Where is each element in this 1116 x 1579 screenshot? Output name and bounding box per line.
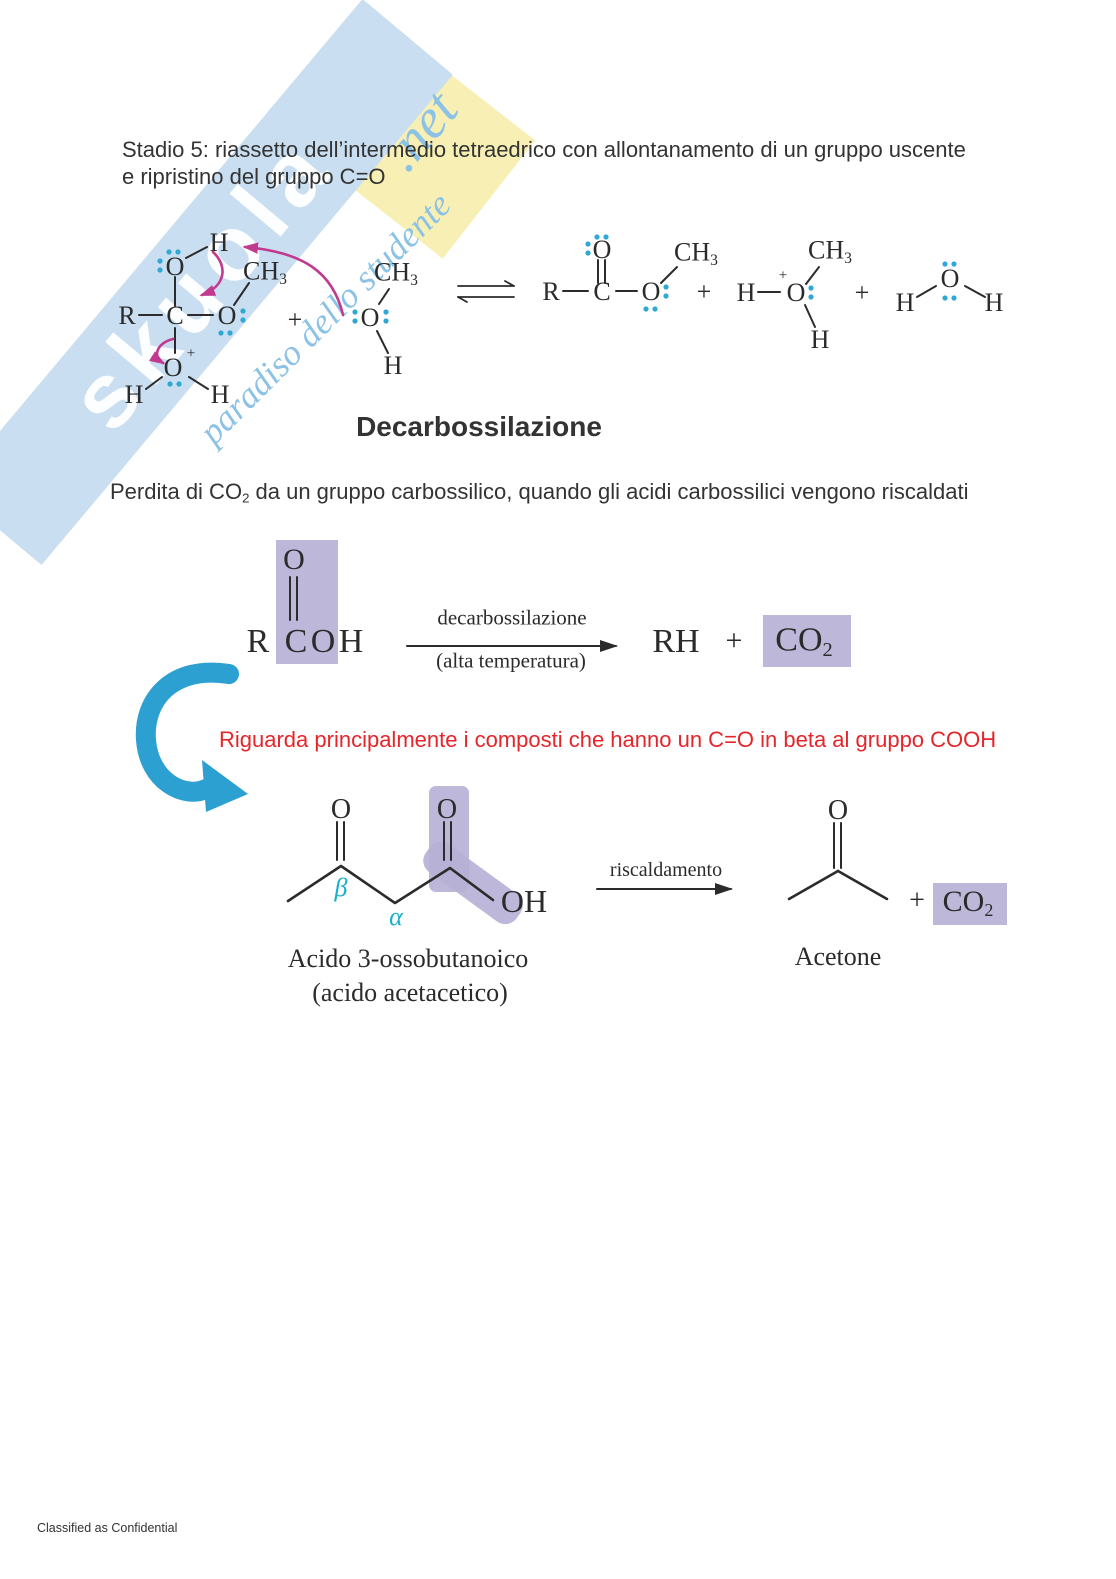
atom-c: C xyxy=(593,277,611,306)
subtitle-sub: 2 xyxy=(242,490,250,506)
charge-plus: + xyxy=(778,267,788,284)
plus-sign: + xyxy=(854,278,870,307)
atom-o-oxonium: O xyxy=(786,278,806,307)
atom-c: C xyxy=(284,623,308,660)
carboxyl-highlight xyxy=(276,540,338,664)
highlight-boxes xyxy=(276,540,1007,925)
plus-sign: + xyxy=(725,624,743,657)
atom-h: H xyxy=(810,325,830,354)
atom-r: R xyxy=(118,301,136,330)
atom-r: R xyxy=(246,623,270,660)
atom-o-protonated: O xyxy=(163,353,183,382)
atom-h: H xyxy=(984,288,1004,317)
subtitle-post: da un gruppo carbossilico, quando gli ac… xyxy=(249,479,969,504)
page-title-line1: Stadio 5: riassetto dell’intermedio tetr… xyxy=(122,137,966,162)
atom-c-central: C xyxy=(166,301,184,330)
reactant-name-line2: (acido acetacetico) xyxy=(312,978,508,1007)
intermediate-bonds xyxy=(138,246,390,390)
reaction2-drawing xyxy=(286,821,889,905)
subtitle-pre: Perdita di CO xyxy=(110,479,243,504)
page-title-line2: e ripristino del gruppo C=O xyxy=(122,164,386,189)
atom-o-acid: O xyxy=(436,794,458,825)
atom-ch3-methanol: CH3 xyxy=(374,257,418,289)
reactant-name-line1: Acido 3-ossobutanoico xyxy=(287,944,529,973)
atom-ch3: CH3 xyxy=(674,237,718,269)
product-name-acetone: Acetone xyxy=(794,942,882,971)
atom-o-ester: O xyxy=(217,301,237,330)
arrow-label-bottom: (alta temperatura) xyxy=(436,648,586,673)
electron-pushing-arrows xyxy=(148,242,345,365)
atom-h: H xyxy=(210,380,230,409)
equilibrium-arrow xyxy=(457,280,515,303)
beta-label: β xyxy=(334,873,348,902)
atom-o-ketone: O xyxy=(330,794,352,825)
ch3-text: CH xyxy=(374,257,411,287)
atom-o-acetone: O xyxy=(827,795,849,826)
product-bonds xyxy=(562,259,986,328)
atom-h: H xyxy=(338,623,364,660)
atom-o-hydroxyl: O xyxy=(165,252,185,281)
atom-h: H xyxy=(124,380,144,409)
ch3-text: CH xyxy=(808,235,845,265)
lone-pair-dots xyxy=(157,234,957,387)
curved-connector-arrow xyxy=(135,662,248,812)
section-title: Decarbossilazione xyxy=(356,411,602,442)
atom-oh: OH xyxy=(500,883,548,919)
reaction1-drawing xyxy=(289,576,618,652)
ch3-sub: 3 xyxy=(279,270,287,288)
atom-ch3-ester: CH3 xyxy=(243,256,287,288)
atom-o-carbonyl: O xyxy=(592,235,612,264)
formula-rh: RH xyxy=(652,623,700,660)
formula-co2: CO2 xyxy=(942,884,994,921)
confidential-footer: Classified as Confidential xyxy=(37,1521,178,1535)
atom-o-water: O xyxy=(940,264,960,293)
section-subtitle: Perdita di CO2 da un gruppo carbossilico… xyxy=(110,481,969,505)
acid-highlight-diagonal xyxy=(423,841,523,925)
atom-ch3: CH3 xyxy=(808,235,852,267)
atom-o: O xyxy=(310,623,336,660)
plus-sign: + xyxy=(696,277,712,306)
ch3-text: CH xyxy=(243,256,280,286)
atom-h: H xyxy=(736,278,756,307)
atom-h: H xyxy=(383,351,403,380)
atom-o-carbonyl: O xyxy=(283,543,305,576)
arrow-label-top: decarbossilazione xyxy=(437,605,587,630)
alpha-label: α xyxy=(389,902,403,931)
ch3-sub: 3 xyxy=(410,271,418,289)
co2-sub: 2 xyxy=(822,639,833,662)
plus-sign: + xyxy=(909,885,925,916)
co2-highlight-1 xyxy=(763,615,851,667)
ch3-sub: 3 xyxy=(710,251,718,269)
plus-sign: + xyxy=(287,305,303,334)
co2-sub: 2 xyxy=(984,900,994,921)
atom-h: H xyxy=(209,228,229,257)
beta-keto-note: Riguarda principalmente i composti che h… xyxy=(219,727,997,752)
atom-r: R xyxy=(542,277,560,306)
atom-h: H xyxy=(895,288,915,317)
co2-highlight-2 xyxy=(933,883,1007,925)
co-text: CO xyxy=(942,884,985,918)
atom-o: O xyxy=(641,277,661,306)
arrow-label-riscaldamento: riscaldamento xyxy=(609,859,723,881)
atom-o-methanol: O xyxy=(360,303,380,332)
ch3-sub: 3 xyxy=(844,249,852,267)
ch3-text: CH xyxy=(674,237,711,267)
page-title: Stadio 5: riassetto dell’intermedio tetr… xyxy=(122,136,966,190)
co-text: CO xyxy=(775,621,823,659)
charge-plus: + xyxy=(186,345,196,362)
formula-co2: CO2 xyxy=(775,623,832,660)
